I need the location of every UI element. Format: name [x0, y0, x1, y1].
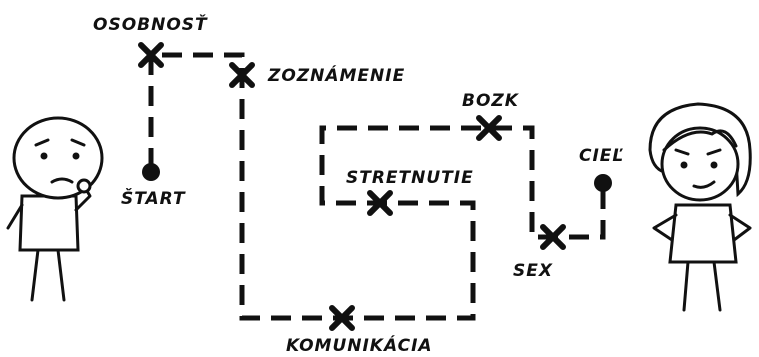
- osobnost-marker: [138, 42, 164, 68]
- bozk-marker: [476, 115, 502, 141]
- dashed-path: [148, 52, 606, 321]
- label-zoznamenie: ZOZNÁMENIE: [267, 64, 405, 86]
- sex-marker: [540, 224, 566, 250]
- start-dot: [142, 163, 160, 181]
- label-stretnutie: STRETNUTIE: [346, 168, 474, 188]
- stretnutie-marker: [367, 190, 393, 216]
- worried-man-figure: [6, 116, 104, 302]
- label-start: ŠTART: [121, 187, 186, 209]
- label-osobnost: OSOBNOSŤ: [93, 13, 208, 35]
- label-komunikacia: KOMUNIKÁCIA: [286, 334, 433, 356]
- zoznamenie-marker: [229, 62, 255, 88]
- komunikacia-marker: [329, 305, 355, 331]
- label-bozk: BOZK: [462, 91, 520, 111]
- woman-figure: [648, 102, 752, 312]
- goal-dot: [594, 174, 612, 192]
- label-sex: SEX: [513, 261, 553, 281]
- label-ciel: CIEĽ: [579, 146, 624, 166]
